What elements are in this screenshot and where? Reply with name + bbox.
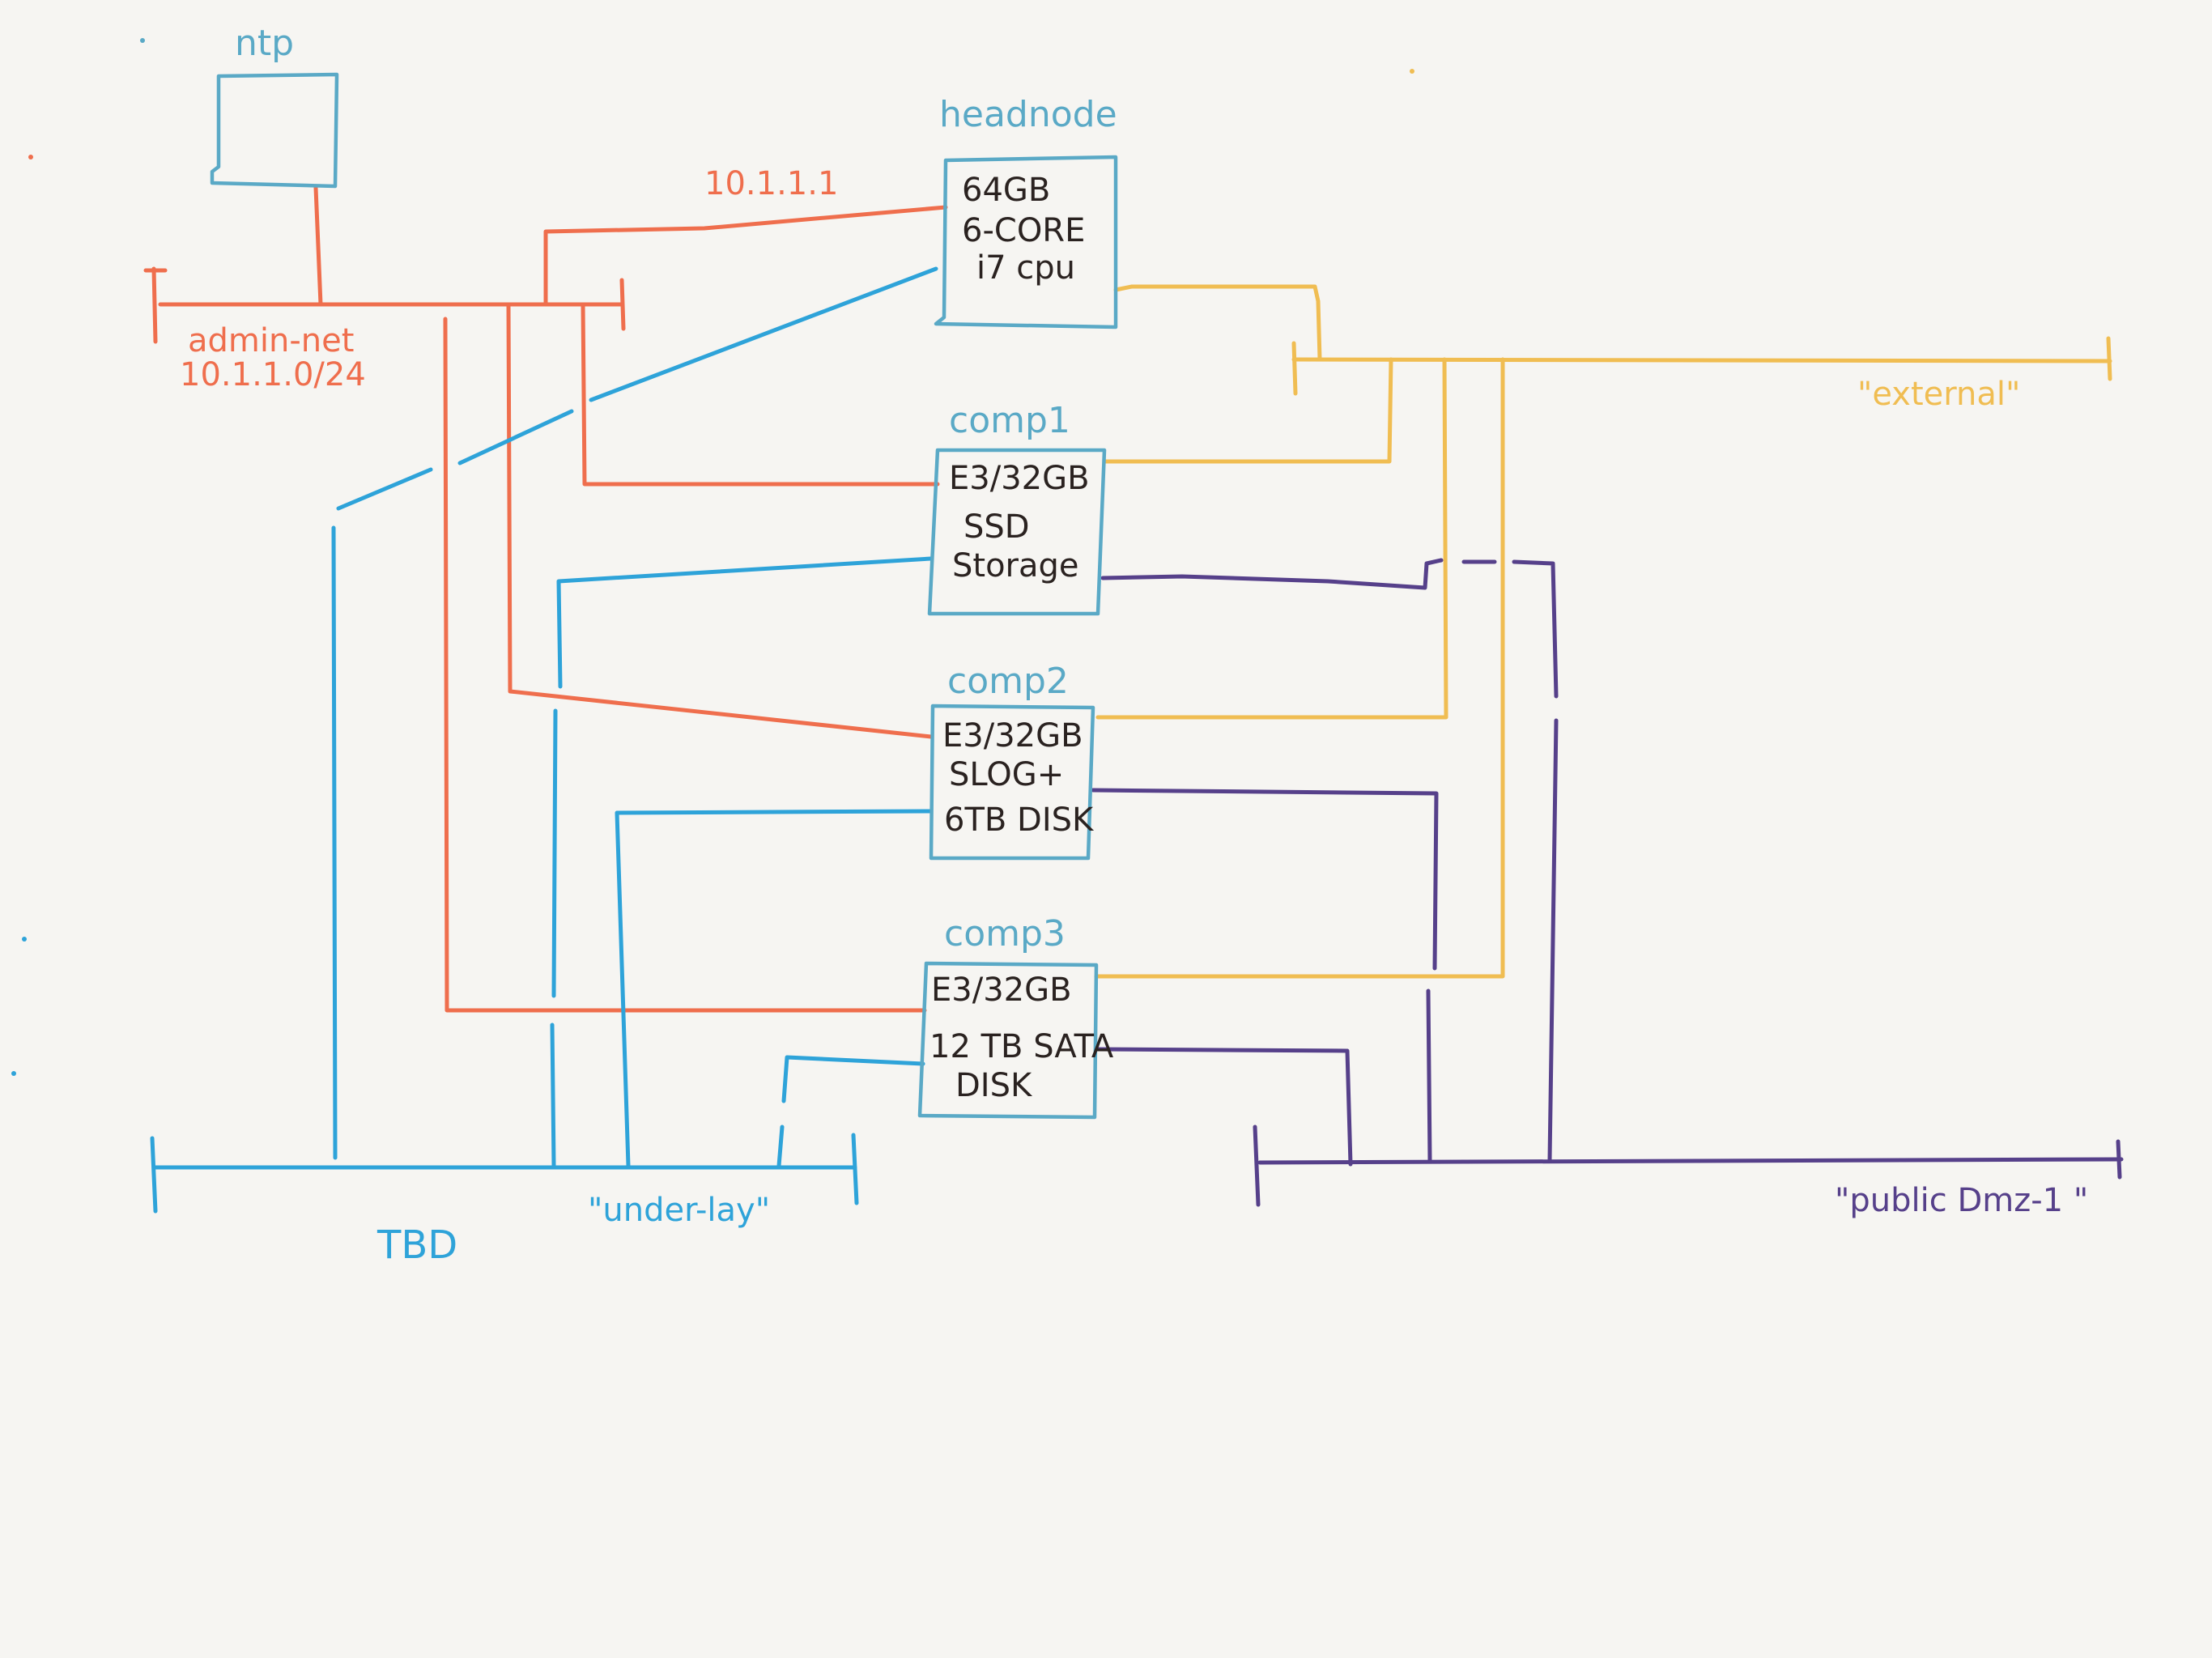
admin-net-subnet: 10.1.1.0/24 [180,356,366,393]
underlay-note: TBD [376,1222,457,1268]
ntp-title: ntp [235,23,294,64]
underlay-bus-right-cap [851,1133,859,1205]
external-wires [1094,284,2112,979]
comp2-node: comp2 E3/32GB SLOG+ 6TB DISK [929,661,1095,861]
external-bus-left-cap [1291,341,1298,396]
comp3-underlay-link [781,1055,925,1103]
comp3-external-link [1094,357,1505,979]
comp3-underlay-drop [776,1124,785,1168]
headnode-spec-2: 6-CORE [962,212,1085,249]
comp3-spec-3: DISK [955,1067,1033,1104]
underlay-wires [150,266,938,1214]
comp2-spec-1: E3/32GB [942,717,1083,755]
comp1-title: comp1 [949,400,1070,441]
ntp-node: ntp [210,23,339,189]
headnode-underlay-link-c [336,467,433,511]
headnode-admin-ip: 10.1.1.1 [704,165,838,202]
headnode-admin-link [543,205,948,307]
headnode-title: headnode [939,94,1117,135]
comp1-dmz-dash-b [1512,559,1559,699]
comp1-box [927,448,1107,616]
comp2-dmz-link [1091,788,1439,971]
comp1-dmz-drop [1547,718,1559,1162]
headnode-underlay-link-a [589,266,938,402]
underlay-bus-left-cap [150,1136,158,1214]
comp1-spec-3: Storage [952,547,1079,585]
comp2-title: comp2 [947,661,1069,702]
comp1-dmz-link [1100,558,1444,590]
comp2-underlay-link [615,809,932,1168]
comp1-underlay-drop-b [550,1022,556,1168]
comp3-admin-link [443,317,927,1013]
public-dmz-label: "public Dmz-1 " [1835,1182,2088,1219]
headnode-external-link [1113,284,1322,362]
headnode-spec-1: 64GB [962,172,1050,209]
admin-net-name: admin-net [188,322,354,359]
underlay-label: TBD "under-lay" [376,1192,770,1268]
admin-net-wires [143,185,948,1013]
comp2-admin-link [506,302,934,739]
comp1-underlay-link [556,556,934,689]
headnode-spec-3: i7 cpu [976,249,1075,287]
headnode-node: headnode 10.1.1.1 64GB 6-CORE i7 cpu [704,94,1118,329]
public-dmz-bus-left-cap [1253,1124,1261,1207]
comp1-spec-1: E3/32GB [949,460,1090,497]
comp2-box [929,704,1095,861]
ntp-box [210,72,339,189]
admin-net-label: admin-net 10.1.1.0/24 [180,322,366,393]
stray-dots [11,38,1414,1076]
comp2-spec-3: 6TB DISK [944,801,1095,839]
headnode-underlay-drop [331,525,338,1160]
public-dmz-wires [1091,558,2124,1207]
comp2-dmz-drop [1426,988,1432,1163]
comp3-dmz-link [1095,1047,1353,1167]
external-name: "external" [1857,376,2020,413]
comp3-title: comp3 [944,913,1066,954]
comp3-spec-2: 12 TB SATA [929,1028,1114,1065]
external-bus-right-cap [2106,336,2112,381]
comp1-spec-2: SSD [963,508,1030,546]
comp3-spec-1: E3/32GB [931,971,1072,1009]
comp1-external-link [1102,357,1393,464]
public-dmz-bus [1257,1157,2124,1165]
external-bus [1291,357,2112,363]
comp1-underlay-drop [551,708,558,998]
headnode-box [934,155,1118,329]
comp2-spec-2: SLOG+ [949,756,1064,793]
headnode-underlay-link-b [457,409,574,466]
comp2-external-link [1095,357,1448,720]
comp3-box [917,961,1099,1120]
ntp-admin-link [313,185,323,307]
admin-net-bus-right-cap [619,278,626,331]
comp1-node: comp1 E3/32GB SSD Storage [927,400,1107,616]
underlay-name: "under-lay" [588,1192,770,1229]
public-dmz-bus-right-cap [2116,1139,2122,1180]
public-dmz-name: "public Dmz-1 " [1835,1182,2088,1219]
comp3-node: comp3 E3/32GB 12 TB SATA DISK [917,913,1114,1120]
external-label: "external" [1857,376,2020,413]
comp1-admin-link [581,302,940,487]
admin-net-bus-left-cap [151,266,158,344]
